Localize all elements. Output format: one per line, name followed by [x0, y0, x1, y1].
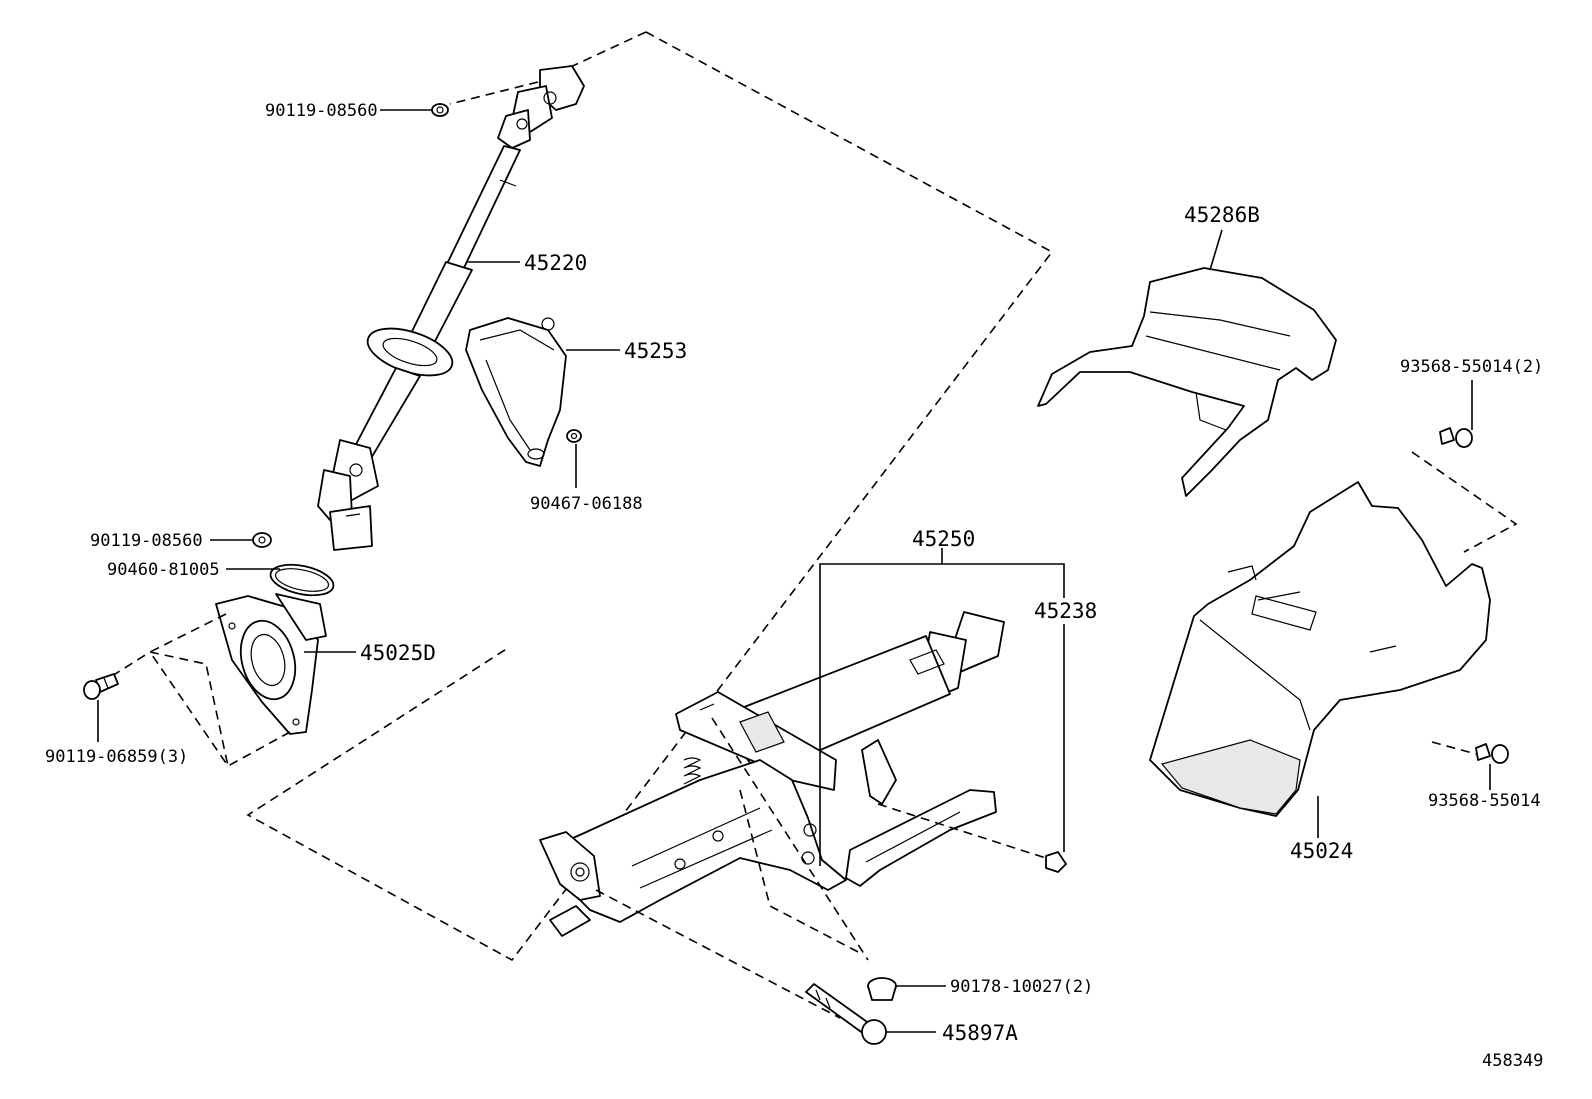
bolt-90119-08560-top [431, 103, 449, 117]
label-90119-08560-bottom: 90119-08560 [90, 531, 203, 551]
upper-cover-45286B [1037, 267, 1337, 497]
screw-93568-55014-2 [1439, 427, 1473, 448]
nut-45238 [1045, 851, 1067, 873]
label-45024: 45024 [1290, 839, 1353, 863]
label-45253: 45253 [624, 339, 687, 363]
label-90178-10027: 90178-10027(2) [950, 977, 1093, 997]
label-90467-06188: 90467-06188 [530, 494, 643, 514]
diagram-id: 458349 [1482, 1051, 1543, 1071]
nut-90178-10027 [867, 977, 897, 1001]
clip-90467-06188 [566, 429, 582, 443]
label-90119-08560-top: 90119-08560 [265, 101, 378, 121]
bolt-90119-06859 [83, 673, 119, 700]
hole-cover-dashed-guides [111, 613, 291, 768]
bolt-45897A [805, 983, 887, 1045]
column-cover-45253 [465, 317, 567, 467]
lower-cover-45024 [1149, 481, 1491, 817]
lower-cover-dashed-guide-top [1411, 451, 1518, 553]
label-45220: 45220 [524, 251, 587, 275]
label-45286B: 45286B [1184, 203, 1260, 227]
bolt-90119-08560-bottom [252, 532, 272, 548]
intermediate-shaft-45220 [317, 65, 585, 551]
screw-93568-55014 [1475, 743, 1509, 764]
label-45897A: 45897A [942, 1021, 1018, 1045]
label-45025D: 45025D [360, 641, 436, 665]
assembly-boundary-dashed [246, 31, 1054, 962]
leader-lines [97, 109, 1491, 1033]
ring-90460-81005 [269, 563, 335, 597]
lower-cover-dashed-guide-bottom [1431, 741, 1477, 755]
label-90460-81005: 90460-81005 [107, 560, 220, 580]
label-90119-06859: 90119-06859(3) [45, 747, 188, 767]
column-dashed-guides [595, 717, 1053, 1019]
label-93568-55014: 93568-55014 [1428, 791, 1541, 811]
label-45238: 45238 [1034, 599, 1097, 623]
label-93568-55014-2: 93568-55014(2) [1400, 357, 1543, 377]
hole-cover-45025D [215, 593, 327, 735]
steering-column-45250 [539, 611, 1005, 937]
label-45250: 45250 [912, 527, 975, 551]
